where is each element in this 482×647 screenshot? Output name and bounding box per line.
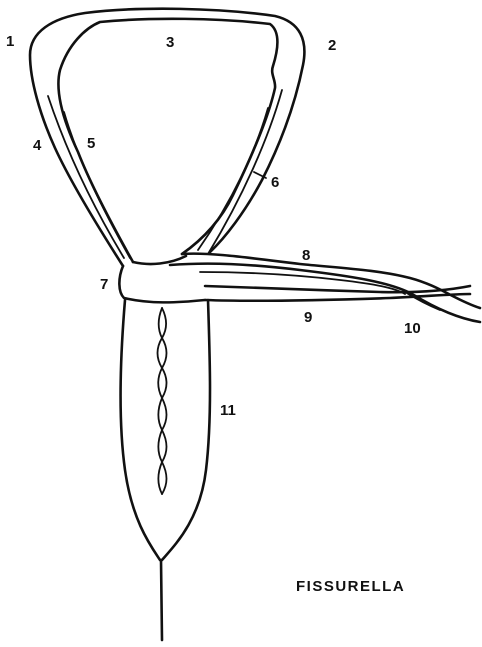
junction-inner bbox=[133, 256, 186, 264]
label-11: 11 bbox=[220, 402, 236, 419]
label-1: 1 bbox=[6, 33, 14, 50]
left-wall-line-4 bbox=[48, 96, 124, 258]
label-3: 3 bbox=[166, 34, 174, 51]
lower-sac-right bbox=[162, 300, 210, 560]
label-9: 9 bbox=[304, 309, 312, 326]
lower-sac-left bbox=[120, 300, 160, 560]
spiral-fold-left bbox=[158, 308, 163, 494]
label-4: 4 bbox=[33, 137, 42, 154]
junction-outline bbox=[119, 266, 205, 302]
label-6: 6 bbox=[271, 174, 279, 191]
label-2: 2 bbox=[328, 37, 336, 54]
right-wall-line-6b bbox=[198, 108, 268, 250]
lower-duct bbox=[161, 560, 162, 640]
label-5: 5 bbox=[87, 135, 95, 152]
spiral-fold-right bbox=[162, 308, 167, 494]
lower-tube-bottom bbox=[205, 294, 470, 301]
label-10: 10 bbox=[404, 320, 421, 337]
lower-tube-top bbox=[205, 286, 470, 292]
label-7: 7 bbox=[100, 276, 108, 293]
diagram-caption: FISSURELLA bbox=[296, 578, 405, 595]
label-8: 8 bbox=[302, 247, 310, 264]
